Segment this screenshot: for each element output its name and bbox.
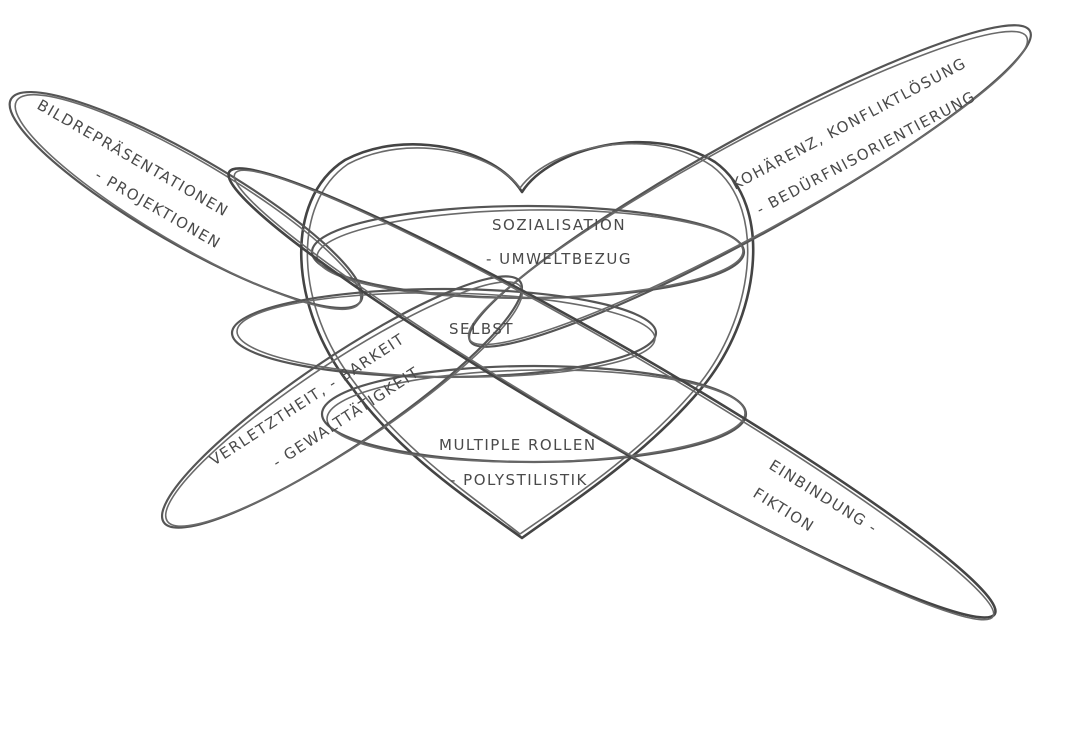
ellipse-verletztheit-sketch [164, 281, 524, 527]
ellipse-einbindung [227, 167, 997, 619]
ellipse-multiple-rollen-sketch [326, 369, 746, 463]
ellipse-selbst [230, 287, 658, 379]
ellipse-einbindung-sketch [233, 169, 995, 621]
heart-shape-sketch [306, 142, 749, 535]
label-polystilistik: - POLYSTILISTIK [450, 471, 588, 489]
ellipse-bildrepraesentationen-sketch [14, 93, 362, 311]
label-umweltbezug: - UMWELTBEZUG [486, 250, 632, 268]
heart-shape [299, 141, 755, 540]
label-sozialisation: SOZIALISATION [492, 216, 626, 234]
label-multiple-rollen: MULTIPLE ROLLEN [439, 436, 597, 454]
ellipse-kohaerenz-sketch [467, 30, 1029, 346]
label-selbst: SELBST [449, 320, 514, 338]
